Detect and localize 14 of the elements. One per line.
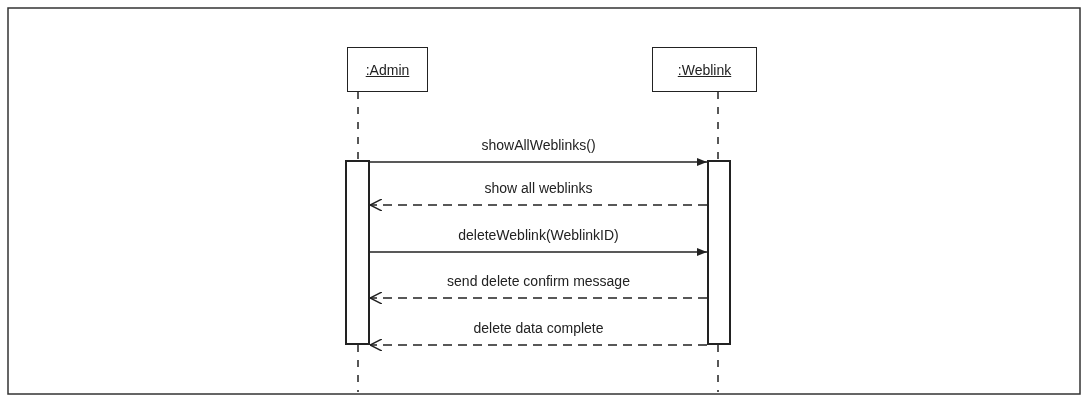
lifeline xyxy=(717,344,719,393)
message-arrow xyxy=(369,158,708,166)
activation-bar xyxy=(707,160,731,345)
message-arrow xyxy=(369,338,708,352)
lifeline xyxy=(717,91,719,161)
message-arrow xyxy=(369,248,708,256)
lifeline-head: :Weblink xyxy=(652,47,757,92)
message-arrow xyxy=(369,198,708,212)
lifeline-head: :Admin xyxy=(347,47,428,92)
message-label: send delete confirm message xyxy=(444,273,633,289)
activation-bar xyxy=(345,160,370,345)
lifeline xyxy=(357,91,359,161)
message-arrow xyxy=(369,291,708,305)
lifeline xyxy=(357,344,359,393)
